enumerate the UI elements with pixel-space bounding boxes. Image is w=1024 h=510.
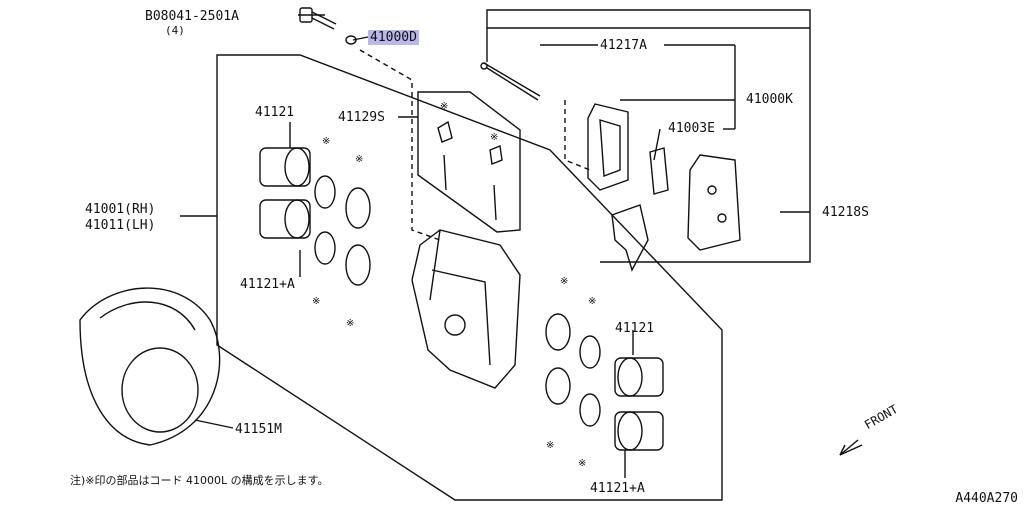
label-caliper-rh[interactable]: 41001(RH) [85,202,156,217]
piston-drawings-left [259,147,371,286]
diagram-code: A440A270 [955,491,1018,506]
star-mark: ※ [490,132,499,143]
label-pin[interactable]: 41217A [600,38,647,53]
label-pad-kit[interactable]: 41000K [746,92,793,107]
label-shim-highlighted[interactable]: 41000D [368,30,419,45]
label-caliper-lh[interactable]: 41011(LH) [85,218,156,233]
label-piston-top-left[interactable]: 41121 [255,105,295,120]
bleeder-drawings [437,120,503,221]
piston-drawings-right [545,313,664,451]
star-mark: ※ [312,296,321,307]
star-mark: ※ [578,458,587,469]
label-bolt-qty: (4) [165,24,185,37]
caliper-drawing [411,229,521,389]
label-piston-top-right[interactable]: 41121 [615,321,655,336]
label-clip[interactable]: 41003E [668,121,715,136]
label-piston-bottom-right[interactable]: 41121+A [590,481,645,496]
dust-shield-drawing [79,287,221,446]
label-pad-set[interactable]: 41218S [822,205,869,220]
star-mark: ※ [546,440,555,451]
brake-pad-drawing [587,103,741,272]
star-mark: ※ [355,154,364,165]
seal-kit-box [417,91,521,233]
star-mark: ※ [588,296,597,307]
star-mark: ※ [346,318,355,329]
star-mark: ※ [560,276,569,287]
shim-drawing [345,35,357,45]
pad-kit-box [486,9,811,263]
label-bolt[interactable]: B08041-2501A [145,9,239,24]
assembly-outline [216,54,723,501]
label-seal-kit[interactable]: 41129S [338,110,385,125]
bolt-drawing [299,7,337,30]
pin-drawing [480,62,541,101]
front-arrow-drawing [839,439,863,456]
star-mark: ※ [440,101,449,112]
label-dust-shield[interactable]: 41151M [235,422,282,437]
label-piston-bottom-left[interactable]: 41121+A [240,277,295,292]
footnote: 注)※印の部品はコード 41000L の構成を示します。 [70,474,329,487]
star-mark: ※ [322,136,331,147]
